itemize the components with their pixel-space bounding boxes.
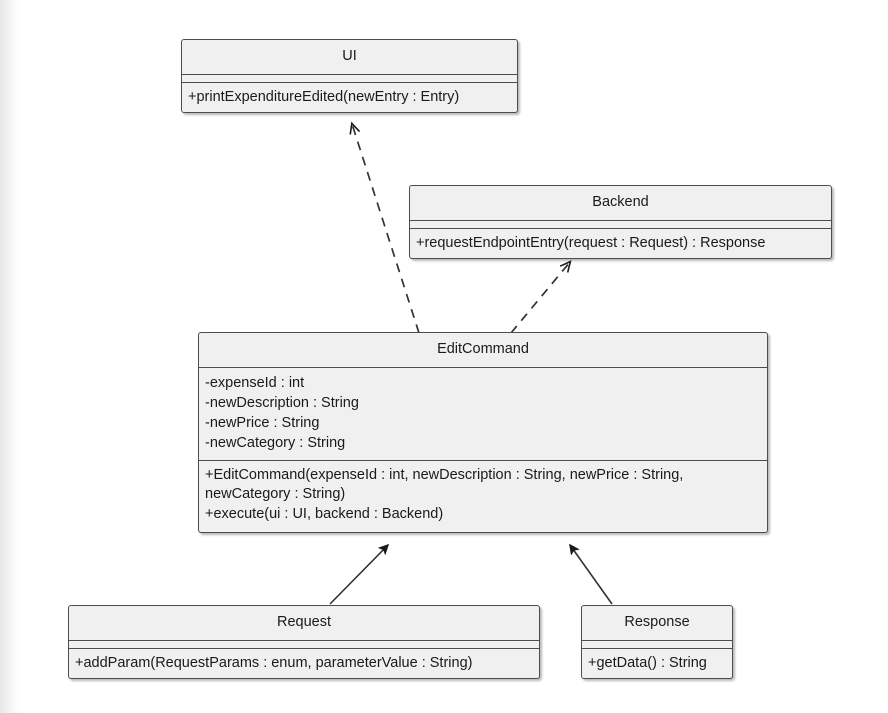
methods-compartment-backend: +requestEndpointEntry(request : Request)… [410,229,831,258]
methods-compartment-editcommand: +EditCommand(expenseId : int, newDescrip… [199,459,767,532]
connector-editcommand-to-ui [352,124,420,334]
attributes-compartment-editcommand: -expenseId : int -newDescription : Strin… [199,367,767,460]
connector-response-to-editcommand [570,545,613,605]
empty-attributes-compartment-response [582,640,732,650]
method-row: +execute(ui : UI, backend : Backend) [205,506,444,523]
method-row: +getData() : String [588,654,707,671]
empty-attributes-compartment-backend [410,220,831,230]
method-row: +addParam(RequestParams : enum, paramete… [75,654,473,671]
class-name-backend: Backend [592,194,649,210]
method-row: +EditCommand(expenseId : int, newDescrip… [205,467,684,503]
class-name-response: Response [624,614,690,630]
uml-class-response[interactable]: Response +getData() : String [581,605,733,680]
connector-request-to-editcommand [329,545,388,605]
methods-compartment-response: +getData() : String [582,649,732,678]
method-row: +requestEndpointEntry(request : Request)… [416,234,766,251]
class-name-request: Request [276,614,331,630]
method-row: +printExpenditureEdited(newEntry : Entry… [188,88,460,105]
uml-class-request[interactable]: Request +addParam(RequestParams : enum, … [68,605,540,680]
connector-editcommand-to-backend [510,262,570,334]
class-name-ui: UI [342,48,357,64]
attribute-row: -expenseId : int [205,374,305,391]
uml-class-backend[interactable]: Backend +requestEndpointEntry(request : … [409,185,832,260]
attribute-row: -newCategory : String [205,435,346,451]
attribute-row: -newDescription : String [205,394,359,411]
uml-class-ui[interactable]: UI +printExpenditureEdited(newEntry : En… [181,39,518,114]
uml-class-editcommand[interactable]: EditCommand -expenseId : int -newDescrip… [198,332,768,533]
methods-compartment-request: +addParam(RequestParams : enum, paramete… [69,649,539,678]
empty-attributes-compartment-ui [182,74,517,84]
empty-attributes-compartment-request [69,640,539,650]
attribute-row: -newPrice : String [205,414,320,431]
methods-compartment-ui: +printExpenditureEdited(newEntry : Entry… [182,83,517,112]
class-name-editcommand: EditCommand [437,341,529,357]
